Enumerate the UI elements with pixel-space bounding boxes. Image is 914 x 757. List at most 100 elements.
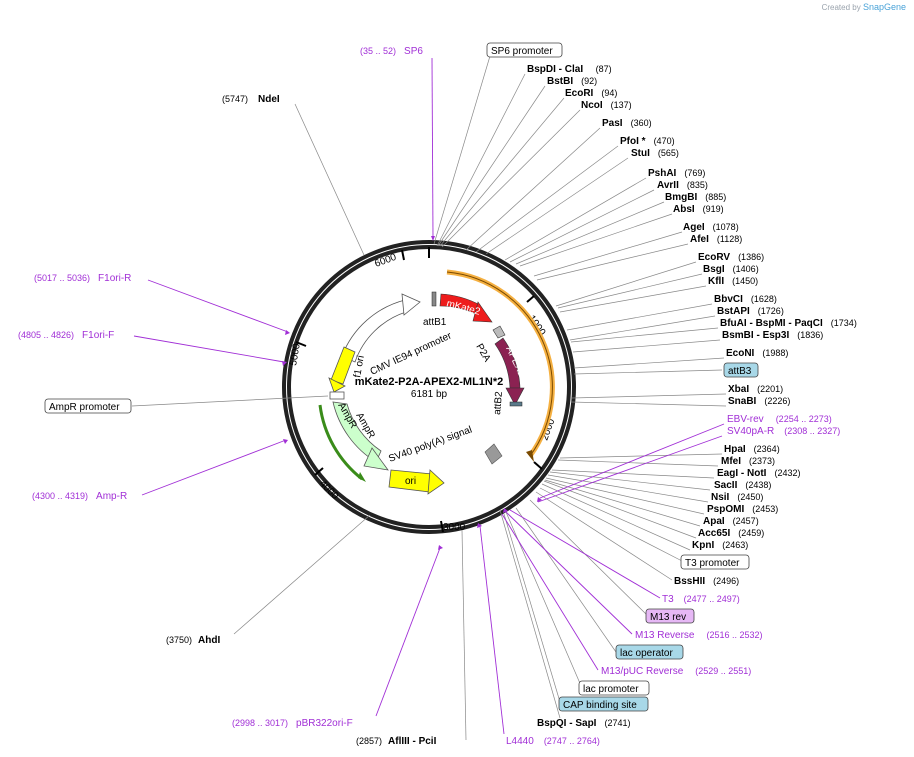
enzyme-pos: (2432) bbox=[774, 468, 800, 478]
green-arc-arrowhead bbox=[358, 472, 366, 482]
enzyme-name: MfeI bbox=[721, 456, 741, 467]
primer-leaders bbox=[133, 57, 725, 735]
m13-rev-label: M13 rev bbox=[650, 612, 686, 623]
primer-pos: (2254 .. 2273) bbox=[776, 414, 832, 424]
enzyme-sep: - bbox=[566, 718, 575, 729]
enzyme-pos: (94) bbox=[601, 88, 617, 98]
enzyme-pos: (885) bbox=[705, 192, 726, 202]
plasmid-name: mKate2-P2A-APEX2-ML1N*2 bbox=[355, 376, 504, 388]
enzyme-pos: (2496) bbox=[713, 576, 739, 586]
attb1-marker bbox=[431, 291, 437, 307]
enzyme-name: AgeI bbox=[683, 222, 705, 233]
boxed-labels: SP6 promoter attB3 T3 promoter M13 rev l… bbox=[44, 42, 759, 712]
primer-pos: (35 .. 52) bbox=[360, 46, 396, 56]
enzyme-group: AbsI(919) bbox=[673, 204, 724, 215]
ticks bbox=[295, 247, 543, 533]
enzyme-group: (3750)AhdI bbox=[166, 635, 220, 646]
enzyme-group: StuI (565) bbox=[631, 148, 679, 159]
enzyme-group: EcoRV(1386) bbox=[698, 252, 764, 263]
p2a-feature bbox=[492, 325, 506, 339]
enzyme-pos: (2438) bbox=[745, 480, 771, 490]
attb3-box bbox=[723, 362, 759, 378]
enzyme-name: BbvCI bbox=[714, 294, 743, 305]
enzyme-name: XbaI bbox=[728, 384, 749, 395]
enzyme-group: PasI (360) bbox=[602, 118, 652, 129]
snapgene-logo: SnapGene bbox=[862, 2, 906, 12]
primer-group: (4805 .. 4826) F1ori-F bbox=[18, 330, 114, 341]
attb3-label: attB3 bbox=[728, 366, 752, 377]
enzyme-name: HpaI bbox=[724, 444, 746, 455]
enzyme-group: (2857)AflIII - PciI bbox=[356, 736, 437, 747]
enzyme-name: KflI bbox=[708, 276, 724, 287]
enzyme-name: BspDI bbox=[527, 64, 556, 75]
enzyme-name: ApaI bbox=[703, 516, 725, 527]
enzyme-pos: (835) bbox=[687, 180, 708, 190]
enzyme-name: PfoI * bbox=[620, 136, 646, 147]
enzyme-labels: (5747) NdeI BspDI - ClaI (87) BstBI(92) … bbox=[166, 64, 857, 747]
f1ori-arrowhead bbox=[328, 377, 346, 393]
cap-binding-site-box bbox=[558, 696, 649, 712]
primer-name: EBV-rev bbox=[727, 414, 764, 425]
enzyme-group: EagI - NotI(2432) bbox=[717, 468, 800, 479]
tick-5000: 5000 bbox=[288, 342, 303, 366]
enzyme-pos: (1078) bbox=[713, 222, 739, 232]
enzyme-name: PspOMI bbox=[707, 504, 744, 515]
enzyme-name: SacII bbox=[714, 480, 738, 491]
enzyme-sep: - bbox=[410, 736, 419, 747]
primer-group: M13/pUC Reverse(2529 .. 2551) bbox=[601, 666, 751, 677]
enzyme-group: XbaI(2201) bbox=[728, 384, 783, 395]
lac-promoter-box bbox=[578, 680, 650, 696]
enzyme-name: Acc65I bbox=[698, 528, 730, 539]
enzyme-pos: (360) bbox=[631, 118, 652, 128]
ampr-promoter-marker bbox=[329, 391, 345, 400]
enzyme-group: BstAPI(1726) bbox=[717, 306, 784, 317]
ampr-arrowhead bbox=[363, 447, 389, 471]
green-region-arc bbox=[318, 404, 363, 481]
enzyme-name: StuI bbox=[631, 148, 650, 159]
enzyme-pos: (87) bbox=[596, 64, 612, 74]
enzyme-group: EcoRI(94) bbox=[565, 88, 617, 99]
enzyme-pos: (1836) bbox=[797, 330, 823, 340]
enzyme-pos: (2364) bbox=[754, 444, 780, 454]
enzyme-group: BmgBI(885) bbox=[665, 192, 726, 203]
p2a-label: P2A bbox=[473, 342, 492, 364]
primer-pos: (5017 .. 5036) bbox=[34, 273, 90, 283]
m13-rev-box bbox=[645, 608, 695, 624]
enzyme-group: BfuAI - BspMI - PaqCI(1734) bbox=[720, 318, 857, 329]
credit-prefix: Created by bbox=[821, 3, 861, 12]
cap-binding-site-label: CAP binding site bbox=[563, 700, 637, 711]
primer-pos: (2516 .. 2532) bbox=[706, 630, 762, 640]
primer-pos: (4805 .. 4826) bbox=[18, 330, 74, 340]
primer-name: T3 bbox=[662, 594, 674, 605]
enzyme-name: BfuAI bbox=[720, 318, 747, 329]
enzyme-group: PspOMI(2453) bbox=[707, 504, 778, 515]
f1ori-feature bbox=[330, 346, 356, 385]
lac-promoter-label: lac promoter bbox=[583, 684, 639, 695]
enzyme-sep: - bbox=[754, 330, 763, 341]
sp6-promoter-box bbox=[486, 42, 563, 58]
enzyme-pos: (1386) bbox=[738, 252, 764, 262]
enzyme-pos: (1406) bbox=[733, 264, 759, 274]
enzyme-name: NsiI bbox=[711, 492, 730, 503]
primer-group: SV40pA-R(2308 .. 2327) bbox=[727, 426, 840, 437]
enzyme-pos: (565) bbox=[658, 148, 679, 158]
lac-operator-label: lac operator bbox=[620, 648, 673, 659]
enzyme-name2: BspMI bbox=[756, 318, 786, 329]
enzyme-group: Acc65I(2459) bbox=[698, 528, 764, 539]
enzyme-group: BsgI(1406) bbox=[703, 264, 759, 275]
primer-name: F1ori-F bbox=[82, 330, 114, 341]
snapgene-credit: Created by SnapGene bbox=[822, 2, 906, 12]
enzyme-sep2: - bbox=[786, 318, 795, 329]
enzyme-name: PasI bbox=[602, 118, 623, 129]
backbone-outer bbox=[282, 240, 576, 534]
primer-group: EBV-rev (2254 .. 2273) bbox=[727, 414, 832, 425]
attb2-marker bbox=[509, 401, 523, 407]
enzyme-name: NdeI bbox=[258, 94, 280, 105]
enzyme-pos: (1726) bbox=[758, 306, 784, 316]
primer-pos: (4300 .. 4319) bbox=[32, 491, 88, 501]
enzyme-group: PfoI *(470) bbox=[620, 136, 675, 147]
primer-name: L4440 bbox=[506, 736, 534, 747]
enzyme-pos: (1128) bbox=[717, 234, 742, 244]
primer-pos: (2477 .. 2497) bbox=[684, 594, 740, 604]
